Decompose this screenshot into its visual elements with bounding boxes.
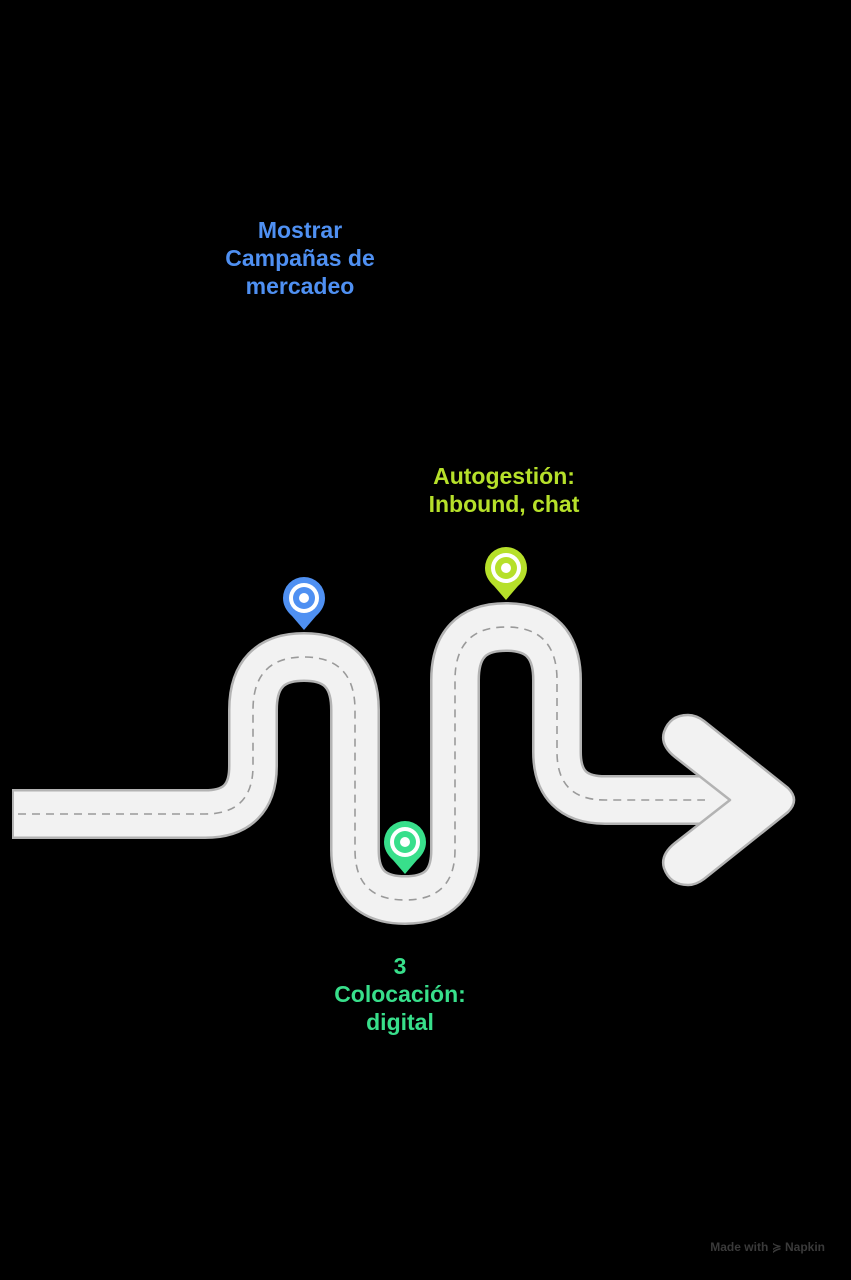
milestone-2-pin-icon xyxy=(384,821,426,874)
milestone-2-label: 3 Colocación: digital xyxy=(300,952,500,1036)
milestone-3-line-1: Autogestión: xyxy=(404,462,604,490)
footer-attribution: Made with ≽ Napkin xyxy=(710,1240,825,1254)
milestone-3-line-2: Inbound, chat xyxy=(404,490,604,518)
milestone-2-line-3: digital xyxy=(300,1008,500,1036)
milestone-2-line-1: 3 xyxy=(300,952,500,980)
milestone-3-label: Autogestión: Inbound, chat xyxy=(404,462,604,518)
milestone-1-line-3: mercadeo xyxy=(200,272,400,300)
milestone-2-line-2: Colocación: xyxy=(300,980,500,1008)
milestone-1-line-1: Mostrar xyxy=(200,216,400,244)
milestone-1-line-2: Campañas de xyxy=(200,244,400,272)
road-surface xyxy=(14,627,735,900)
milestone-1-label: Mostrar Campañas de mercadeo xyxy=(200,216,400,300)
milestone-3-pin-icon xyxy=(485,547,527,600)
milestone-1-pin-icon xyxy=(283,577,325,630)
